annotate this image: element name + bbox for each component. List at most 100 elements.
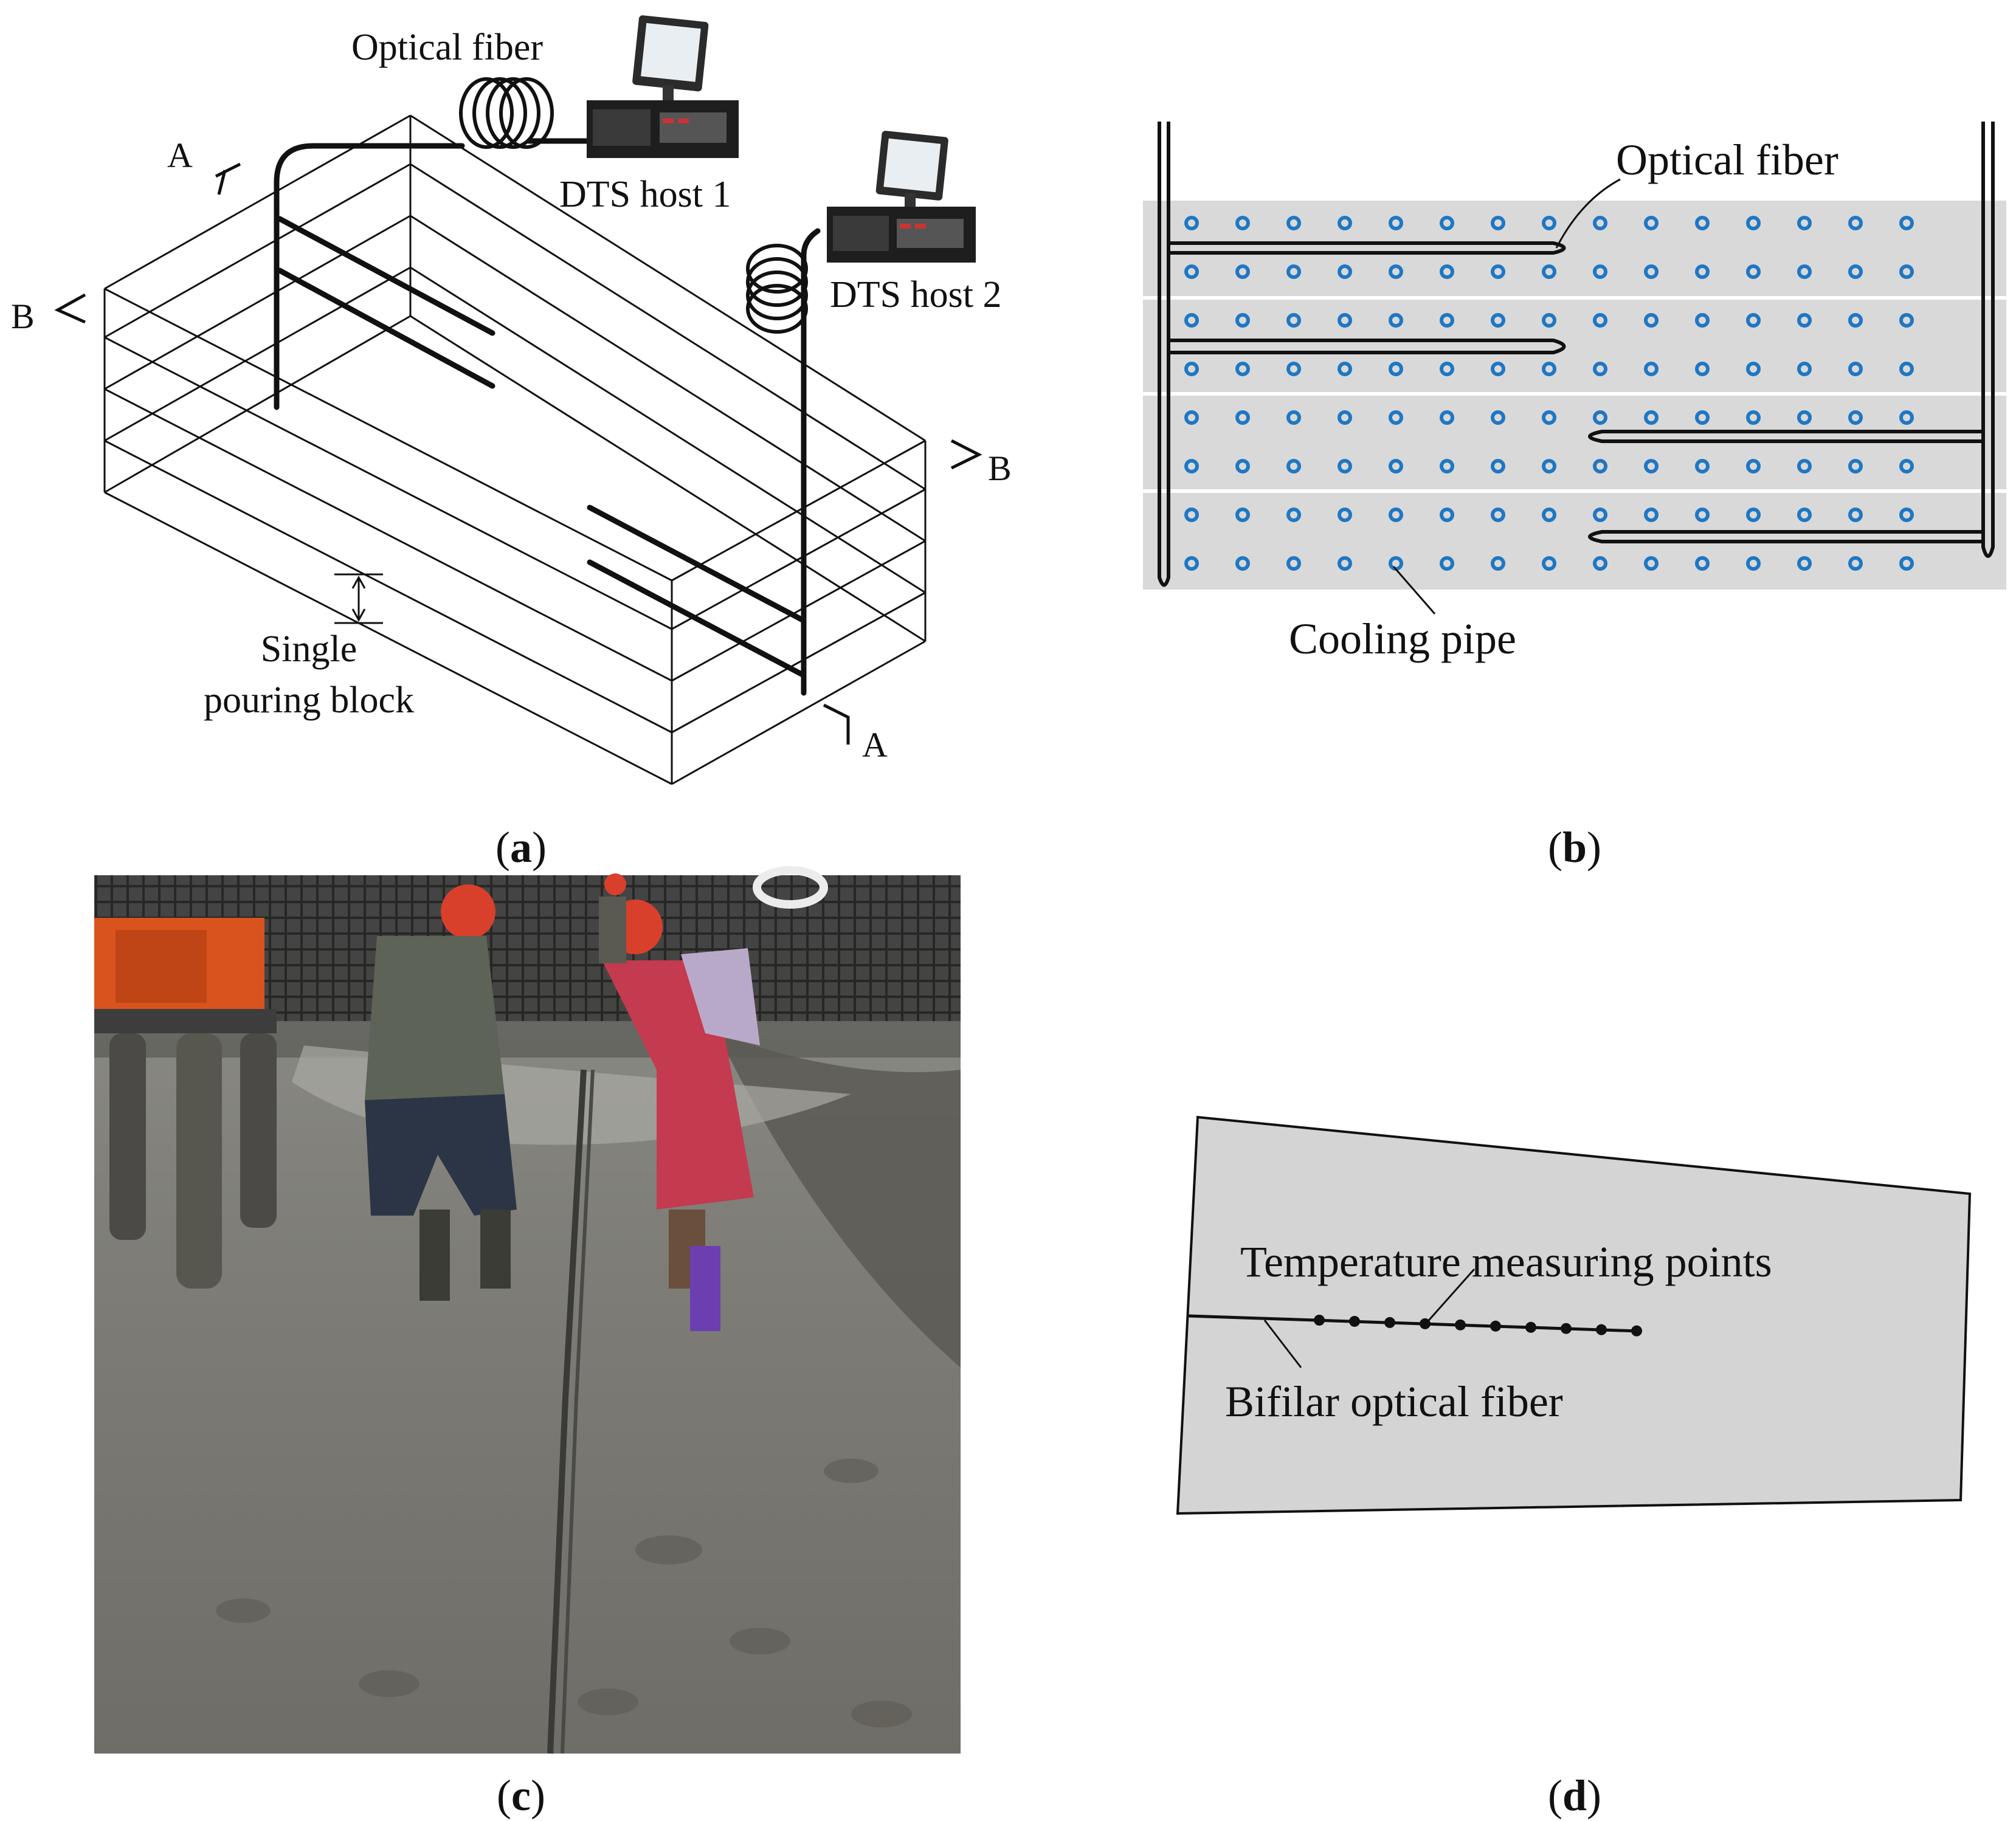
cooling-pipe <box>1593 264 1607 279</box>
pouring-block-label-line1: Single <box>261 628 357 670</box>
panel-b-leaders <box>1392 178 1621 614</box>
cooling-pipe <box>1235 508 1250 522</box>
dts-host-1-icon <box>587 15 739 158</box>
cooling-pipe <box>1644 313 1659 328</box>
block-layers <box>103 114 927 785</box>
cooling-pipe <box>1695 216 1710 230</box>
cooling-pipe <box>1542 264 1556 279</box>
cooling-pipe <box>1542 410 1556 425</box>
cooling-pipe <box>1338 313 1352 328</box>
cooling-pipe <box>1542 459 1556 473</box>
cooling-pipe <box>1491 313 1505 328</box>
cooling-pipe <box>1746 459 1761 473</box>
cooling-pipe <box>1235 216 1250 230</box>
cooling-pipe <box>1440 459 1454 473</box>
cooling-pipe <box>1797 556 1812 571</box>
temperature-points <box>1314 1315 1642 1337</box>
cooling-pipe <box>1797 459 1812 473</box>
cooling-pipe <box>1389 410 1403 425</box>
cooling-pipe <box>1184 216 1199 230</box>
cooling-pipe <box>1491 508 1505 522</box>
cooling-pipe <box>1286 459 1301 473</box>
cooling-pipe <box>1389 313 1403 328</box>
temperature-point <box>1561 1323 1572 1334</box>
cooling-pipe <box>1848 216 1863 230</box>
cooling-pipe <box>1746 264 1761 279</box>
cooling-pipe <box>1899 216 1914 230</box>
cooling-pipe <box>1235 410 1250 425</box>
panel-b-diagram <box>1143 122 2006 614</box>
cross-section <box>1176 1115 1972 1515</box>
fiber-coil-1 <box>459 77 554 149</box>
cooling-pipe <box>1389 362 1403 376</box>
cooling-pipe <box>1184 362 1199 376</box>
cooling-pipe <box>1389 216 1403 230</box>
cooling-pipe <box>1491 459 1505 473</box>
cooling-pipe <box>1848 264 1863 279</box>
caption-c: (c) <box>497 1771 545 1820</box>
cooling-pipe <box>1491 556 1505 571</box>
cooling-pipe <box>1286 410 1301 425</box>
temperature-point <box>1314 1315 1325 1326</box>
cooling-pipe <box>1286 264 1301 279</box>
cooling-pipe <box>1797 410 1812 425</box>
cooling-pipe <box>1797 216 1812 230</box>
cooling-pipe <box>1848 508 1863 522</box>
cooling-pipe-grid <box>1184 216 1914 571</box>
panel-d-diagram <box>1176 1115 1972 1515</box>
cooling-pipe <box>1746 508 1761 522</box>
cooling-pipe <box>1899 264 1914 279</box>
temperature-point <box>1631 1325 1642 1337</box>
section-a-top-label: A <box>167 136 193 175</box>
cooling-pipe <box>1338 508 1352 522</box>
cooling-pipe <box>1695 264 1710 279</box>
cooling-pipe <box>1542 556 1556 571</box>
cooling-pipe <box>1286 362 1301 376</box>
cooling-pipe <box>1235 459 1250 473</box>
temperature-point <box>1525 1321 1536 1333</box>
panel-d-leaders <box>1263 1269 1476 1368</box>
cooling-pipe <box>1746 410 1761 425</box>
cooling-pipe <box>1644 216 1659 230</box>
cooling-pipe <box>1491 410 1505 425</box>
cooling-pipe <box>1644 556 1659 571</box>
panel-a-diagram <box>54 77 982 785</box>
panel-b-cooling-pipe-label: Cooling pipe <box>1289 614 1516 663</box>
cooling-pipe <box>1389 459 1403 473</box>
caption-b-letter: b <box>1562 823 1587 872</box>
bifilar-fiber-label: Bifilar optical fiber <box>1225 1377 1563 1426</box>
cooling-pipe <box>1389 264 1403 279</box>
cooling-pipe <box>1286 508 1301 522</box>
temperature-point <box>1349 1315 1360 1327</box>
cooling-pipe <box>1848 459 1863 473</box>
cooling-pipe <box>1286 216 1301 230</box>
cooling-pipe <box>1338 362 1352 376</box>
section-a-bottom-label: A <box>862 725 888 765</box>
cooling-pipe <box>1491 264 1505 279</box>
cooling-pipe <box>1899 313 1914 328</box>
panel-a-optical-fiber-label: Optical fiber <box>351 27 543 68</box>
panel-b-optical-fiber-label: Optical fiber <box>1616 136 1838 184</box>
cooling-pipe <box>1695 556 1710 571</box>
cooling-pipe <box>1593 508 1607 522</box>
cooling-pipe <box>1644 459 1659 473</box>
cooling-pipe <box>1184 556 1199 571</box>
section-marks <box>54 162 982 745</box>
cooling-pipe <box>1593 459 1607 473</box>
temperature-point <box>1490 1320 1501 1332</box>
cooling-pipe <box>1491 362 1505 376</box>
section-b-left-label: B <box>11 297 35 336</box>
caption-d: (d) <box>1548 1771 1601 1820</box>
section-b-right-label: B <box>988 449 1012 488</box>
panel-a-dts-host-2-label: DTS host 2 <box>830 274 1001 315</box>
cooling-pipe <box>1899 410 1914 425</box>
cooling-pipe <box>1235 556 1250 571</box>
cooling-pipe <box>1797 362 1812 376</box>
cooling-pipe <box>1338 459 1352 473</box>
cooling-pipe <box>1440 264 1454 279</box>
fiber-lines <box>274 138 821 696</box>
cooling-pipe <box>1695 362 1710 376</box>
cooling-pipe <box>1440 362 1454 376</box>
cooling-pipe <box>1286 313 1301 328</box>
